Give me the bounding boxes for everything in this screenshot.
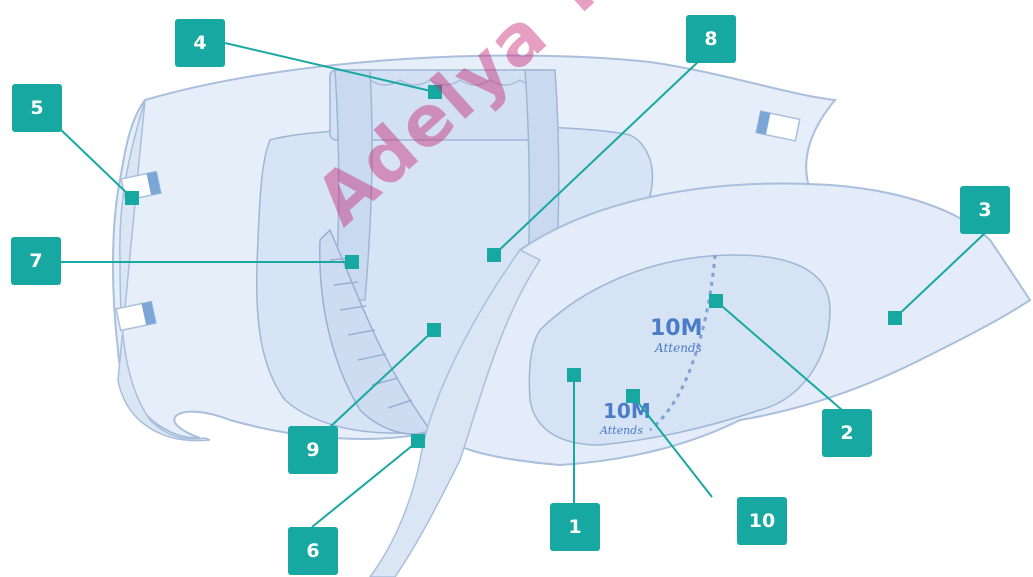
callout-badge-5: 5 [12, 84, 62, 132]
callout-badge-6: 6 [288, 527, 338, 575]
callout-badge-10: 10 [737, 497, 787, 545]
marker-6 [412, 435, 424, 447]
marker-3 [889, 312, 901, 324]
callout-badge-1: 1 [550, 503, 600, 551]
marker-9 [428, 324, 440, 336]
print-top-code: 10M [650, 316, 703, 341]
marker-10 [627, 390, 639, 402]
marker-2 [710, 295, 722, 307]
callout-badge-3: 3 [960, 186, 1010, 234]
callout-badge-7: 7 [11, 237, 61, 285]
print-top-brand: Attends [654, 341, 702, 355]
callout-badge-9: 9 [288, 426, 338, 474]
marker-4 [429, 86, 441, 98]
callout-badge-4: 4 [175, 19, 225, 67]
callout-badge-2: 2 [822, 409, 872, 457]
leader-5 [58, 127, 132, 198]
callout-badge-8: 8 [686, 15, 736, 63]
marker-7 [346, 256, 358, 268]
marker-8 [488, 249, 500, 261]
marker-1 [568, 369, 580, 381]
marker-5 [126, 192, 138, 204]
print-bottom-brand: Attends [599, 424, 643, 437]
